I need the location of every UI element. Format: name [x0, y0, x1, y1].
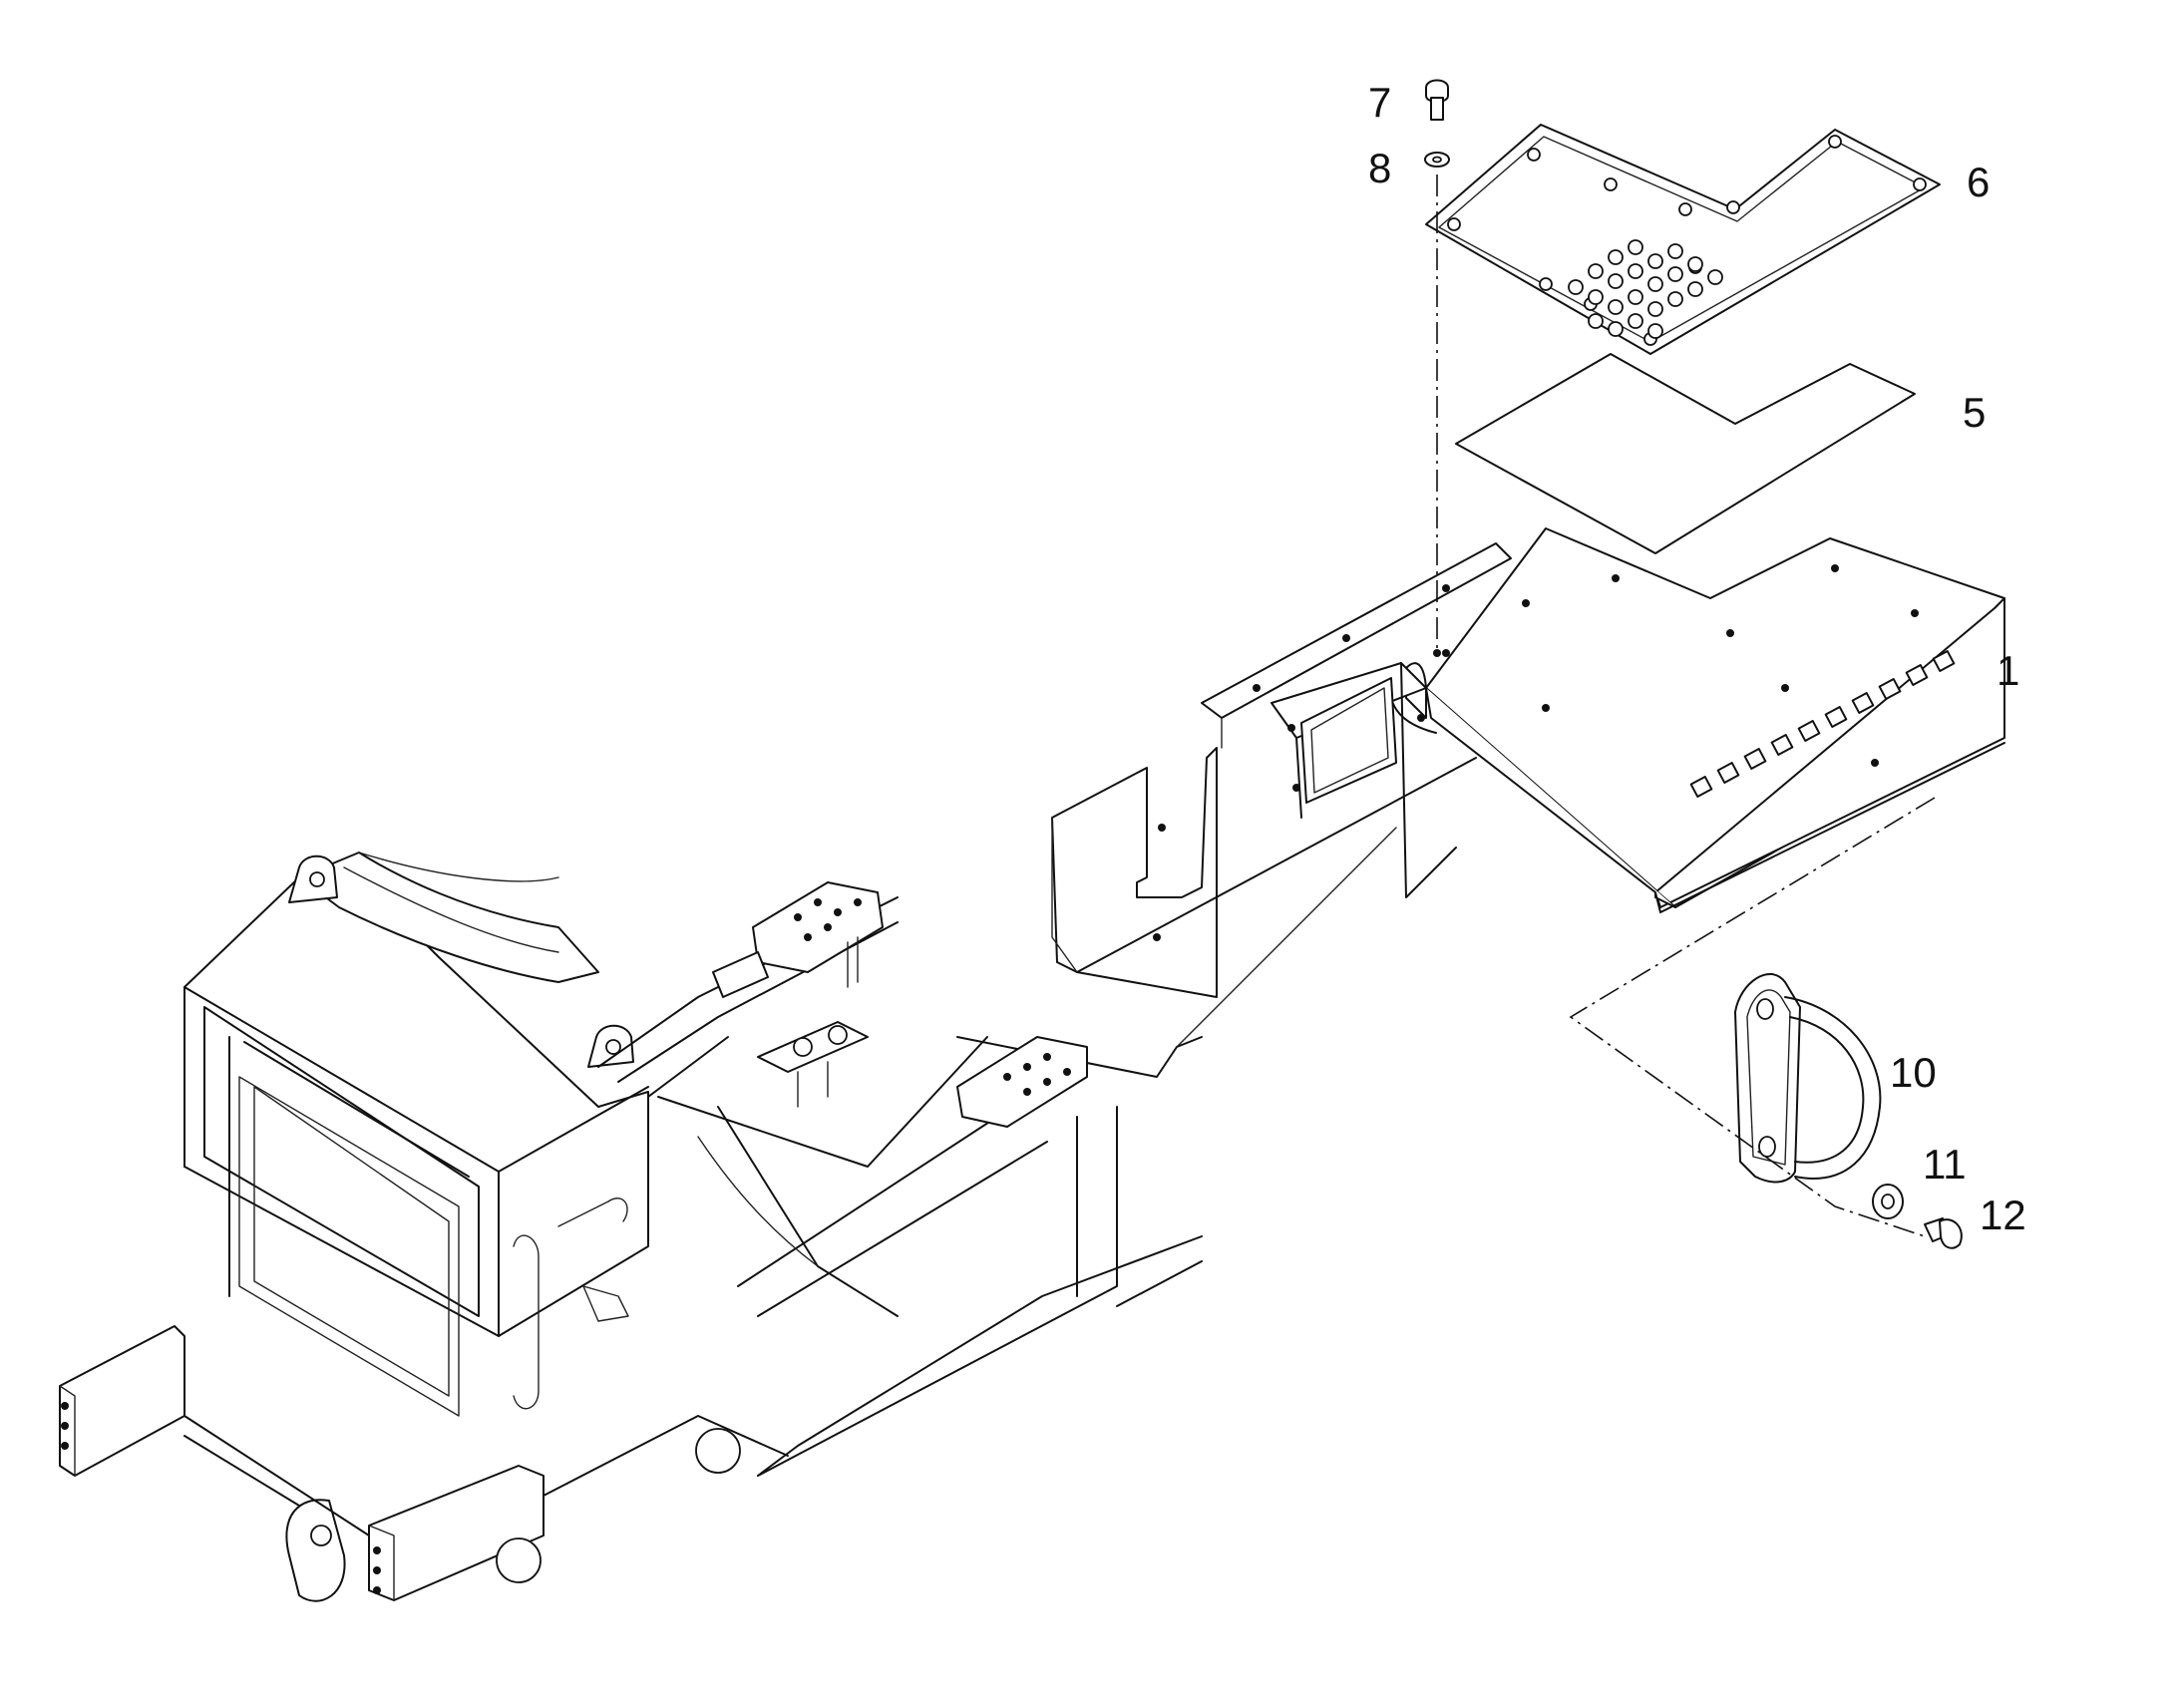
callout-8: 8 — [1368, 145, 1392, 191]
part-11-washer — [1872, 1184, 1904, 1219]
machine-frame — [59, 852, 1203, 1602]
part-7-screw — [1425, 79, 1449, 121]
part-10-handle — [1734, 972, 1882, 1184]
callout-11: 11 — [1923, 1141, 1967, 1188]
connector-cluster — [1568, 239, 1723, 339]
callout-10: 10 — [1890, 1049, 1937, 1096]
part-6-top-plate — [1425, 124, 1941, 355]
part-5-gasket — [1455, 353, 1916, 554]
part-1-clip-row — [1689, 650, 1956, 798]
callout-1: 1 — [1997, 647, 2020, 694]
callout-6: 6 — [1967, 159, 1991, 205]
callout-12: 12 — [1980, 1192, 2026, 1238]
callout-5: 5 — [1963, 389, 1987, 436]
callout-7: 7 — [1368, 79, 1392, 126]
part-12-bolt — [1924, 1217, 1963, 1249]
part-1-cover-housing — [1051, 527, 2005, 998]
part-8-washer — [1424, 152, 1450, 168]
